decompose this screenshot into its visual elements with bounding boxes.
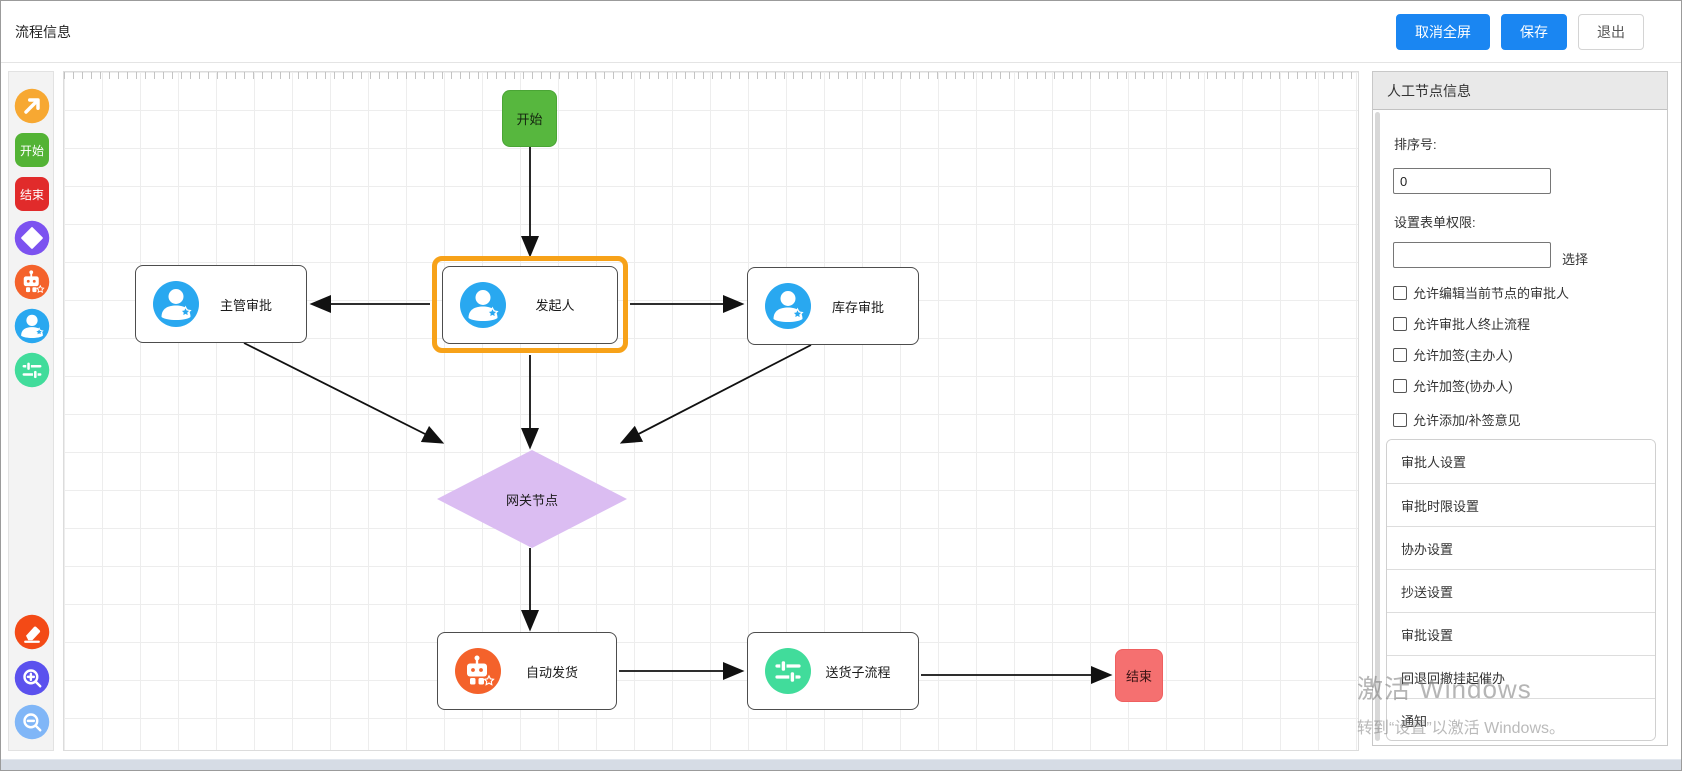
node-start[interactable]: 开始 bbox=[502, 90, 557, 147]
bottom-taskbar-edge bbox=[1, 759, 1681, 770]
start-node-tool[interactable]: 开始 bbox=[14, 132, 50, 168]
node-info-panel: 人工节点信息 排序号: 设置表单权限: 选择 允许编辑当前节点的审批人 允许审批… bbox=[1372, 71, 1668, 746]
node-auto-delivery[interactable]: 自动发货 bbox=[437, 632, 617, 710]
node-manager-approval[interactable]: 主管审批 bbox=[135, 265, 307, 343]
page-title: 流程信息 bbox=[15, 23, 71, 40]
panel-scrollbar[interactable] bbox=[1375, 112, 1380, 741]
zoom-out-tool[interactable] bbox=[14, 704, 50, 740]
checkbox-allow-terminate[interactable] bbox=[1393, 316, 1407, 331]
sort-number-label: 排序号: bbox=[1394, 137, 1437, 152]
checkbox-allow-edit-approver[interactable] bbox=[1393, 285, 1407, 300]
checkbox-row-allow-edit-approver: 允许编辑当前节点的审批人 bbox=[1393, 283, 1569, 302]
shape-palette: 开始 结束 bbox=[8, 71, 54, 751]
sliders-icon bbox=[764, 647, 812, 695]
arrow-up-right-icon bbox=[14, 88, 50, 124]
robot-icon bbox=[454, 647, 502, 695]
person-icon bbox=[152, 280, 200, 328]
subprocess-node-tool[interactable] bbox=[14, 352, 50, 388]
panel-title: 人工节点信息 bbox=[1373, 72, 1667, 110]
form-permission-input[interactable] bbox=[1393, 242, 1551, 268]
clear-canvas-tool[interactable] bbox=[14, 614, 50, 650]
connector-tool[interactable] bbox=[14, 88, 50, 124]
header-bar: 流程信息 取消全屏 保存 退出 bbox=[1, 1, 1681, 63]
header-buttons: 取消全屏 保存 退出 bbox=[1396, 13, 1644, 50]
zoom-in-tool[interactable] bbox=[14, 660, 50, 696]
node-label: 发起人 bbox=[535, 298, 575, 313]
sliders-icon bbox=[14, 352, 50, 388]
checkbox-allow-add-opinion[interactable] bbox=[1393, 412, 1407, 427]
start-node-shape: 开始 bbox=[15, 133, 49, 167]
checkbox-row-allow-countersign-host: 允许加签(主办人) bbox=[1393, 345, 1513, 364]
select-button[interactable]: 选择 bbox=[1562, 252, 1589, 267]
settings-accordion: 审批人设置 审批时限设置 协办设置 抄送设置 审批设置 回退回撤挂起催办 通知 bbox=[1386, 439, 1656, 741]
end-node-shape: 结束 bbox=[15, 177, 49, 211]
checkbox-row-allow-countersign-assistant: 允许加签(协办人) bbox=[1393, 376, 1513, 395]
checkbox-allow-countersign-host[interactable] bbox=[1393, 347, 1407, 362]
gateway-node-tool[interactable] bbox=[14, 220, 50, 256]
form-permission-label: 设置表单权限: bbox=[1394, 215, 1476, 230]
section-approver-settings[interactable]: 审批人设置 bbox=[1387, 440, 1655, 483]
sort-number-input[interactable] bbox=[1393, 168, 1551, 194]
zoom-in-icon bbox=[14, 660, 50, 696]
node-label: 库存审批 bbox=[831, 299, 884, 315]
auto-node-tool[interactable] bbox=[14, 264, 50, 300]
person-icon bbox=[459, 281, 507, 329]
node-label: 送货子流程 bbox=[825, 664, 891, 680]
node-selection-highlight[interactable]: 发起人 bbox=[432, 256, 628, 353]
diamond-icon bbox=[14, 220, 50, 256]
robot-icon bbox=[14, 264, 50, 300]
save-button[interactable]: 保存 bbox=[1501, 13, 1567, 50]
checkbox-label: 允许加签(协办人) bbox=[1413, 379, 1513, 394]
node-label: 自动发货 bbox=[525, 664, 578, 680]
person-icon bbox=[14, 308, 50, 344]
flow-canvas[interactable]: 开始 主管审批 发起人 库存审批 网关节点 bbox=[63, 71, 1359, 751]
exit-button[interactable]: 退出 bbox=[1578, 13, 1644, 50]
manual-node-tool[interactable] bbox=[14, 308, 50, 344]
section-co-organizer-settings[interactable]: 协办设置 bbox=[1387, 526, 1655, 569]
eraser-icon bbox=[14, 614, 50, 650]
checkbox-label: 允许添加/补签意见 bbox=[1413, 413, 1521, 428]
end-node-tool[interactable]: 结束 bbox=[14, 176, 50, 212]
node-inventory-approval[interactable]: 库存审批 bbox=[747, 267, 919, 345]
cancel-fullscreen-button[interactable]: 取消全屏 bbox=[1396, 13, 1490, 50]
flow-edges bbox=[243, 147, 1113, 684]
checkbox-label: 允许加签(主办人) bbox=[1413, 348, 1513, 363]
section-notification[interactable]: 通知 bbox=[1387, 698, 1655, 740]
checkbox-row-allow-terminate: 允许审批人终止流程 bbox=[1393, 314, 1530, 333]
canvas-ruler bbox=[64, 72, 1358, 79]
section-rollback-withdraw-suspend-urge[interactable]: 回退回撤挂起催办 bbox=[1387, 655, 1655, 698]
checkbox-row-allow-add-opinion: 允许添加/补签意见 bbox=[1393, 410, 1521, 429]
section-cc-settings[interactable]: 抄送设置 bbox=[1387, 569, 1655, 612]
checkbox-label: 允许编辑当前节点的审批人 bbox=[1413, 286, 1570, 301]
zoom-out-icon bbox=[14, 704, 50, 740]
node-delivery-subprocess[interactable]: 送货子流程 bbox=[747, 632, 919, 710]
checkbox-label: 允许审批人终止流程 bbox=[1413, 317, 1531, 332]
node-initiator[interactable]: 发起人 bbox=[442, 265, 618, 344]
section-approval-settings[interactable]: 审批设置 bbox=[1387, 612, 1655, 655]
section-approval-time-limit[interactable]: 审批时限设置 bbox=[1387, 483, 1655, 526]
checkbox-allow-countersign-assistant[interactable] bbox=[1393, 378, 1407, 393]
node-end[interactable]: 结束 bbox=[1115, 649, 1163, 702]
person-icon bbox=[764, 282, 812, 330]
node-label: 主管审批 bbox=[219, 297, 272, 313]
